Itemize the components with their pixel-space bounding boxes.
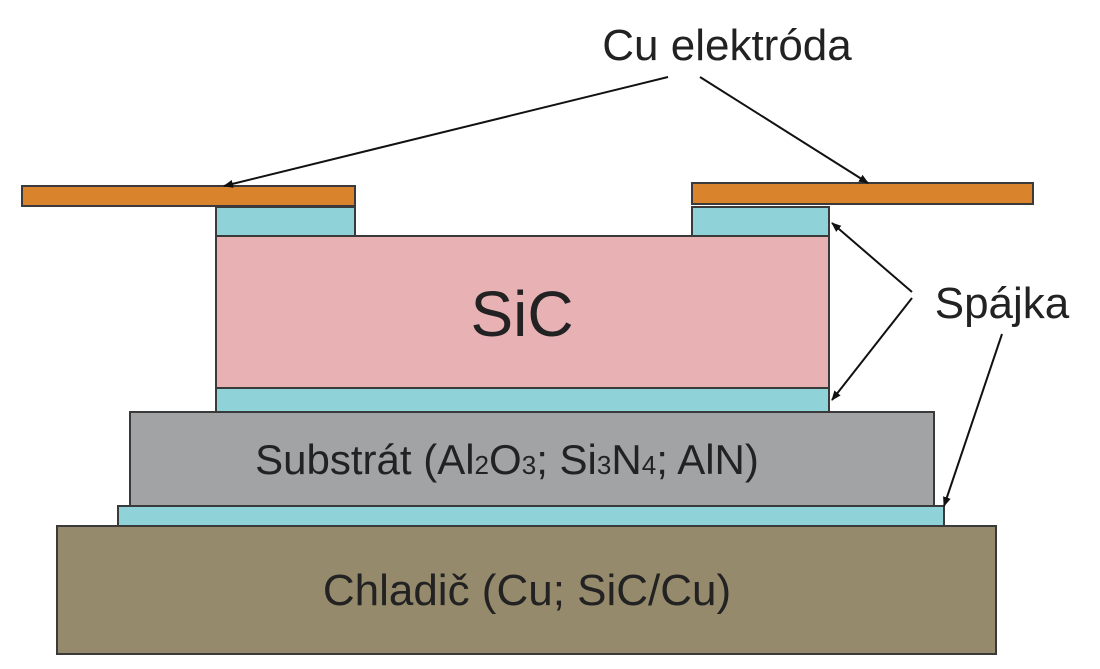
heatsink-label: Chladič (Cu; SiC/Cu): [323, 566, 731, 615]
solder-pad-left: [215, 206, 356, 237]
substrate-label: Substrát (Al2O3; Si3N4; AlN): [255, 436, 759, 483]
solder-label: Spájka: [935, 279, 1070, 328]
substrate-label-mid1: O: [489, 436, 522, 483]
sic-chip-label: SiC: [470, 278, 573, 350]
electrode-arrow-right: [699, 76, 869, 184]
substrate-label-sub4: 4: [642, 450, 656, 480]
solder-arrow-top: [831, 222, 913, 293]
substrate-label-suffix: ; AlN): [656, 436, 759, 483]
substrate-label-sub1: 2: [475, 450, 489, 480]
substrate-label-sub2: 3: [522, 450, 536, 480]
heatsink-layer: [56, 525, 997, 655]
substrate-label-mid2: ; Si: [536, 436, 597, 483]
electrode-left: [21, 185, 356, 207]
electrode-right: [691, 182, 1034, 205]
electrode-arrow-left: [223, 76, 669, 188]
solder-layer-bottom: [117, 505, 945, 527]
solder-arrow-middle: [831, 297, 913, 401]
solder-arrow-bottom: [943, 333, 1003, 507]
solder-pad-right: [691, 206, 830, 237]
substrate-label-prefix: Substrát (Al: [255, 436, 474, 483]
substrate-layer: [129, 411, 935, 507]
electrode-label: Cu elektróda: [602, 21, 852, 70]
sic-chip: [215, 235, 830, 389]
substrate-label-sub3: 3: [597, 450, 611, 480]
substrate-label-mid3: N: [611, 436, 641, 483]
solder-layer-middle: [215, 387, 830, 413]
